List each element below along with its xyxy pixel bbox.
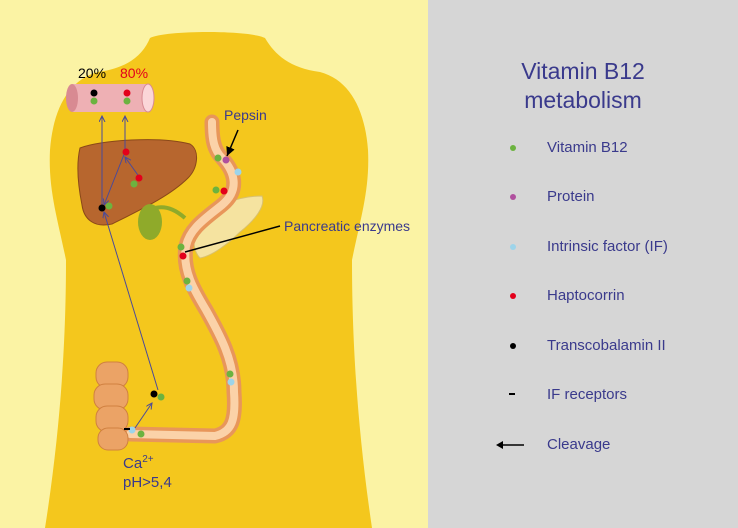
red-dot-icon: [506, 289, 520, 303]
legend-title-line-1: Vitamin B12: [521, 58, 645, 84]
legend-item-label: IF receptors: [547, 386, 628, 403]
legend-item-haptocorrin: Haptocorrin: [428, 285, 738, 307]
ph-label: pH>5,4: [123, 474, 172, 491]
legend-title: Vitamin B12 metabolism: [428, 57, 738, 115]
legend-item-intrinsic-factor: Intrinsic factor (IF): [428, 236, 738, 258]
purple-dot-icon: [506, 190, 520, 204]
light-blue-dot-icon: [506, 240, 520, 254]
bile-duct: [154, 205, 187, 220]
molecule-dots: [90, 89, 242, 438]
legend-item-protein: Protein: [428, 186, 738, 208]
legend-item-label: Transcobalamin II: [547, 337, 666, 354]
pancreatic-enzymes-label: Pancreatic enzymes: [284, 218, 410, 234]
pepsin-label: Pepsin: [224, 107, 267, 123]
legend-panel: Vitamin B12 metabolism Vitamin B12 Prote…: [428, 0, 738, 528]
calcium-label: Ca2+: [123, 454, 154, 472]
gallbladder: [138, 204, 162, 240]
large-intestine: [93, 361, 129, 451]
legend-item-label: Protein: [547, 188, 595, 205]
blood-vessel: [66, 83, 155, 113]
legend-item-label: Haptocorrin: [547, 287, 625, 304]
percent-20-label: 20%: [78, 65, 106, 81]
pepsin-pointer: [226, 129, 239, 157]
legend-item-label: Cleavage: [547, 436, 611, 453]
percent-80-label: 80%: [120, 65, 148, 81]
arrow-left-icon: [496, 441, 524, 449]
black-dot-icon: [506, 339, 520, 353]
transport-arrows: [102, 116, 159, 429]
legend-item-cleavage: Cleavage: [428, 434, 738, 456]
legend-item-label: Intrinsic factor (IF): [547, 238, 668, 255]
legend-item-transcobalamin: Transcobalamin II: [428, 335, 738, 357]
legend-item-vitamin-b12: Vitamin B12: [428, 137, 738, 159]
legend-title-line-2: metabolism: [524, 87, 642, 113]
green-dot-icon: [506, 141, 520, 155]
pancreatic-pointer: [184, 225, 281, 253]
legend-item-if-receptors: IF receptors: [428, 384, 738, 406]
legend-item-label: Vitamin B12: [547, 139, 628, 156]
dash-icon: [506, 388, 520, 402]
